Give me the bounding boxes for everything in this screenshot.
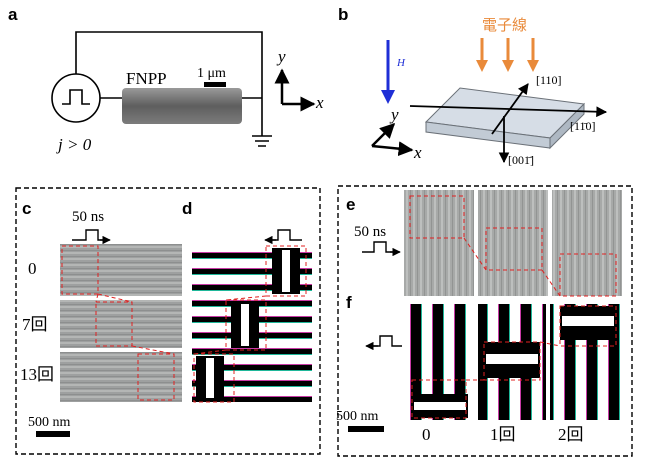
field-arrow-head — [381, 90, 395, 104]
col-label-0: 0 — [422, 425, 431, 444]
panel-d-letter: d — [182, 199, 192, 218]
dir-00m1: [001̄] — [508, 153, 534, 167]
scale-label-f: 500 nm — [336, 409, 379, 424]
pulse-label-c: 50 ns — [72, 209, 104, 225]
circuit — [51, 31, 272, 147]
panel-c-letter: c — [22, 199, 31, 218]
panel-b-letter: b — [338, 5, 348, 24]
dir-110: [110] — [536, 73, 562, 87]
current-label: j > 0 — [56, 135, 92, 154]
sem-image-c-13 — [60, 352, 182, 402]
sem-image-e-2 — [552, 190, 622, 296]
highlight-boxes-d — [193, 245, 307, 403]
sem-image-c-7 — [60, 300, 182, 348]
pulse-icon-c — [72, 229, 108, 241]
fnpp-label: FNPP — [126, 69, 167, 88]
film-slab — [424, 87, 586, 150]
axis-a-x: x — [315, 93, 324, 112]
row-label-13: 13回 — [20, 365, 54, 384]
axis-b-y: y — [389, 105, 399, 124]
panel-f-letter: f — [346, 293, 352, 312]
field-label: H — [396, 57, 406, 69]
panel-a-letter: a — [8, 5, 18, 24]
beam-label: 電子線 — [482, 17, 527, 34]
pulse-icon-f — [372, 335, 402, 347]
pulse-label-e: 50 ns — [354, 224, 386, 240]
highlight-boxes-e — [409, 195, 617, 297]
col-label-1: 1回 — [490, 425, 516, 444]
axis-b-x: x — [413, 143, 422, 162]
row-label-0: 0 — [28, 259, 37, 278]
col-label-2: 2回 — [558, 425, 584, 444]
scale-label-1um: 1 μm — [197, 66, 226, 81]
axes-a — [274, 68, 316, 112]
domain-walls-d — [196, 248, 300, 400]
pulse-icon-e — [362, 241, 396, 253]
highlight-boxes-c — [61, 245, 175, 401]
frame-cd — [15, 187, 321, 455]
scale-bar-1um — [204, 82, 226, 87]
domain-walls-f — [412, 306, 616, 418]
row-label-7: 7回 — [22, 315, 48, 334]
scale-bar-500nm-c — [36, 431, 70, 437]
sem-image-e-1 — [478, 190, 548, 296]
axes-b — [371, 122, 414, 157]
highlight-boxes-f — [411, 305, 617, 419]
pulse-icon-d — [270, 229, 302, 241]
frame-ef — [337, 185, 633, 457]
sem-image-c-0 — [60, 244, 182, 296]
panel-e-letter: e — [346, 195, 355, 214]
scale-bar-500nm-f — [348, 426, 384, 432]
electron-beam-arrows — [476, 38, 539, 72]
axis-a-y: y — [276, 47, 286, 66]
scale-label-c: 500 nm — [28, 415, 71, 430]
sem-image-e-0 — [404, 190, 474, 296]
fnpp-wire-image — [122, 88, 242, 124]
dir-1m10: [11̄0] — [570, 119, 596, 133]
crystal-axes — [409, 83, 608, 164]
